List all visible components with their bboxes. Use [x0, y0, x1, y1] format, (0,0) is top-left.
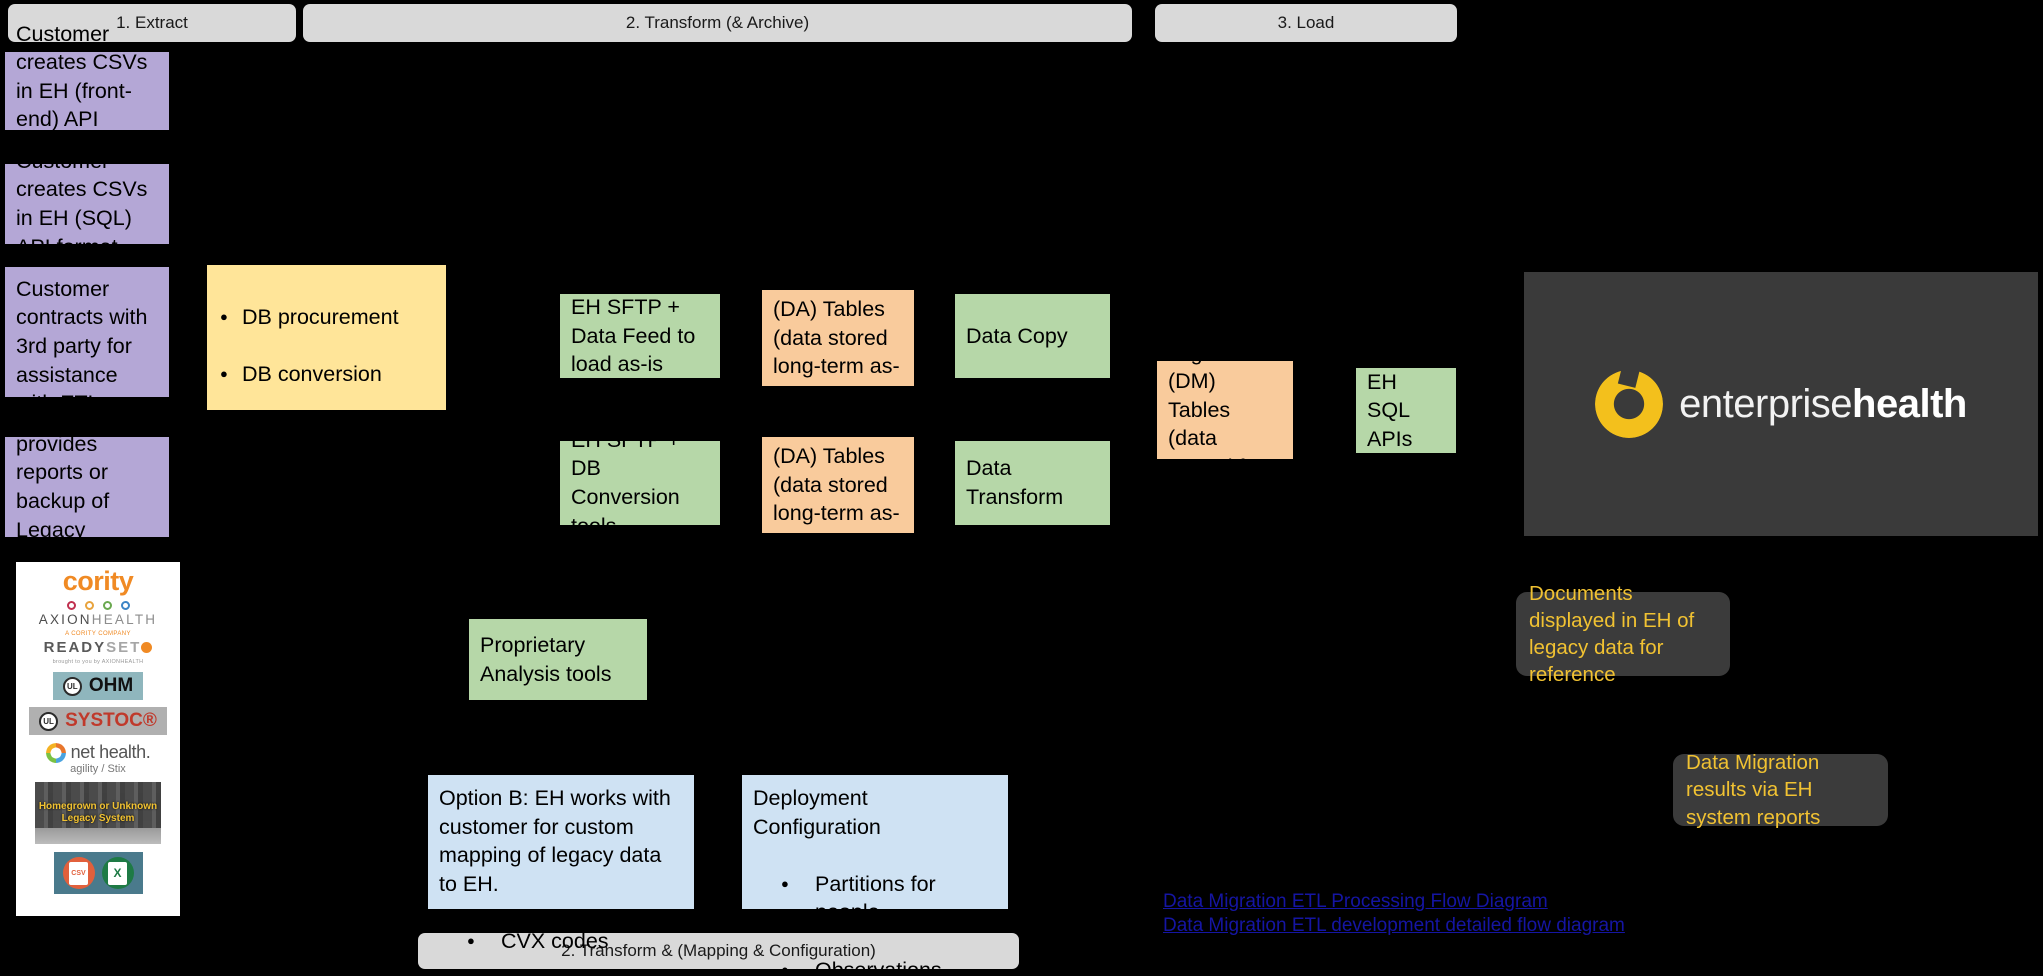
data-migration-tables-box: Data Migration (DM) Tables (data staged …	[1157, 312, 1293, 507]
proprietary-analysis-tools-box: Proprietary Analysis tools	[469, 619, 647, 700]
enterprise-health-sun-icon	[1595, 370, 1664, 438]
brand-word-light: enterprise	[1679, 381, 1853, 426]
third-party-list: DB procurement DB conversion Data mappin…	[218, 274, 435, 617]
phase-pill-extract: 1. Extract	[8, 4, 296, 42]
axion-health-logo: AXIONHEALTH	[38, 612, 158, 628]
list-item: DB procurement	[218, 303, 435, 332]
deployment-configuration-box: Deployment Configuration Partitions for …	[742, 775, 1008, 976]
net-health-label: net health.	[70, 742, 151, 763]
legacy-vendor-logo-panel: cority AXIONHEALTH A CORITY COMPANY READ…	[16, 562, 180, 916]
list-item: Data validation assistance	[218, 531, 435, 588]
net-health-ring-icon	[45, 742, 66, 763]
legacy-system-photo: Homegrown or Unknown Legacy System	[35, 782, 161, 845]
data-archive-tables-box-1: Data Archive (DA) Tables (data stored lo…	[762, 269, 914, 407]
list-item: DB conversion	[218, 360, 435, 389]
option-b-title: Option B: EH works with customer for cus…	[439, 786, 671, 896]
excel-file-icon: X	[101, 857, 134, 890]
readyset-logo: READYSET	[43, 638, 153, 657]
net-health-logo: net health. agility / Stix	[45, 742, 151, 776]
enterprise-health-wordmark: enterprisehealth	[1679, 382, 1967, 427]
ohm-logo: UL OHM	[52, 672, 144, 701]
axion-health-dots-icon	[66, 601, 130, 610]
extract-box-third-party-contract: EH or Customer contracts with 3rd party …	[5, 248, 169, 415]
list-item: Data mapping	[218, 417, 435, 446]
systoc-label: SYSTOC®	[65, 710, 157, 732]
documents-displayed-callout: Documents displayed in EH of legacy data…	[1516, 582, 1730, 686]
readyset-dot-icon	[141, 641, 153, 653]
file-format-icons: CSV X	[53, 852, 143, 895]
systoc-logo: UL SYSTOC®	[29, 707, 167, 736]
net-health-sublabel: agility / Stix	[70, 763, 126, 776]
phase-pill-load: 3. Load	[1155, 4, 1457, 42]
data-copy-box: Data Copy	[955, 294, 1110, 378]
eh-sql-apis-box: EH SQL APIs	[1356, 368, 1456, 453]
list-item: Partitions for people	[753, 870, 997, 927]
csv-file-icon: CSV	[62, 857, 95, 890]
brand-word-bold: health	[1852, 381, 1967, 426]
cority-logo: cority	[62, 566, 134, 596]
deployment-list: Partitions for people Observations Healt…	[753, 841, 997, 976]
csv-label: CSV	[69, 861, 88, 885]
set-word: SET	[106, 638, 142, 656]
eh-sftp-data-feed-box: EH SFTP + Data Feed to load as-is	[560, 294, 720, 378]
extract-box-reports-backup: Customer provides reports or backup of L…	[5, 403, 169, 570]
extract-box-csv-frontend: Customer creates CSVs in EH (front-end) …	[5, 22, 169, 160]
readyset-tagline: brought to you by AXIONHEALTH	[52, 659, 144, 666]
axion-health-tagline: A CORITY COMPANY	[65, 630, 131, 637]
extract-box-csv-sql: Customer creates CSVs in EH (SQL) API fo…	[5, 149, 169, 259]
axion-word: AXION	[38, 612, 92, 627]
list-item: Data transform	[218, 474, 435, 503]
legacy-system-caption: Homegrown or Unknown Legacy System	[38, 800, 158, 825]
option-b-list: CVX codes Observations	[439, 898, 683, 976]
ready-word: READY	[43, 638, 107, 656]
link-etl-development-detailed-flow-diagram[interactable]: Data Migration ETL development detailed …	[1163, 915, 1625, 936]
link-etl-processing-flow-diagram[interactable]: Data Migration ETL Processing Flow Diagr…	[1163, 891, 1548, 912]
phase-pill-transform-archive: 2. Transform (& Archive)	[303, 4, 1132, 42]
third-party-assistance-box: DB procurement DB conversion Data mappin…	[207, 265, 446, 586]
ul-certification-icon: UL	[39, 711, 59, 731]
option-b-box: Option B: EH works with customer for cus…	[428, 775, 694, 955]
ohm-label: OHM	[88, 675, 134, 697]
data-archive-tables-box-2: Data Archive (DA) Tables (data stored lo…	[762, 416, 914, 554]
data-migration-results-callout: Data Migration results via EH system rep…	[1673, 751, 1888, 829]
deployment-title: Deployment Configuration	[753, 786, 881, 839]
data-transform-box: Data Transform	[955, 441, 1110, 525]
health-word: HEALTH	[91, 612, 158, 627]
ul-certification-icon: UL	[62, 676, 82, 696]
eh-sftp-db-conversion-box: EH SFTP + DB Conversion tools	[560, 428, 720, 538]
excel-label: X	[108, 861, 127, 885]
floor-graphic	[35, 828, 161, 845]
enterprise-health-brand-panel: enterprisehealth	[1524, 272, 2038, 536]
list-item: CVX codes	[439, 927, 683, 956]
list-item: Observations	[753, 956, 997, 976]
